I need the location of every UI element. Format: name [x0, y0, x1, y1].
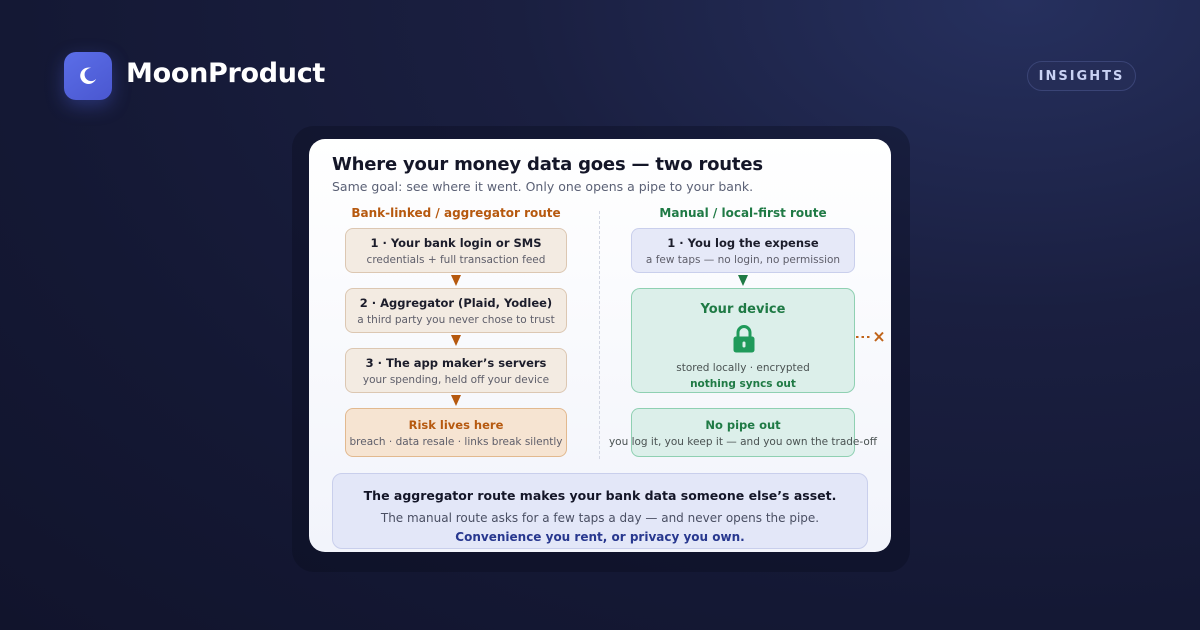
right-step-1-detail: a few taps — no login, no permission	[645, 253, 841, 266]
left-step-3: 3 · The app maker’s servers your spendin…	[345, 348, 567, 393]
no-pipe-detail: you log it, you keep it — and you own th…	[608, 435, 878, 448]
device-line-2: nothing syncs out	[690, 378, 796, 390]
no-pipe-box: No pipe out you log it, you keep it — an…	[609, 408, 877, 457]
left-step-3-title: 3 · The app maker’s servers	[365, 355, 547, 370]
left-step-3-detail: your spending, held off your device	[362, 373, 550, 386]
left-route-heading: Bank-linked / aggregator route	[351, 206, 561, 220]
no-pipe-title: No pipe out	[705, 417, 781, 432]
infographic-card: Where your money data goes — two routes …	[309, 139, 891, 552]
brand-name[interactable]: MoonProduct	[126, 58, 326, 89]
brand-logo[interactable]	[64, 52, 112, 100]
risk-title: Risk lives here	[408, 417, 504, 432]
right-step-1-title: 1 · You log the expense	[667, 235, 819, 250]
blocked-pipe-icon	[856, 331, 884, 342]
down-arrow-icon	[451, 395, 461, 406]
card-subtitle: Same goal: see where it went. Only one o…	[332, 179, 754, 194]
left-step-2-title: 2 · Aggregator (Plaid, Yodlee)	[359, 295, 553, 310]
summary-body: The manual route asks for a few taps a d…	[380, 511, 820, 525]
right-route-heading: Manual / local-first route	[659, 206, 827, 220]
summary-tagline: Convenience you rent, or privacy you own…	[455, 530, 745, 544]
down-arrow-icon	[451, 335, 461, 346]
summary-box: The aggregator route makes your bank dat…	[332, 473, 868, 549]
left-step-2: 2 · Aggregator (Plaid, Yodlee) a third p…	[345, 288, 567, 333]
device-line-1: stored locally · encrypted	[676, 362, 810, 374]
left-step-1: 1 · Your bank login or SMS credentials +…	[345, 228, 567, 273]
right-step-1: 1 · You log the expense a few taps — no …	[631, 228, 855, 273]
left-step-2-detail: a third party you never chose to trust	[357, 313, 555, 326]
left-step-1-title: 1 · Your bank login or SMS	[370, 235, 542, 250]
crescent-moon-icon	[80, 67, 97, 84]
lock-icon	[733, 325, 755, 353]
down-arrow-icon	[451, 275, 461, 286]
column-divider	[599, 211, 600, 459]
left-step-1-detail: credentials + full transaction feed	[366, 253, 546, 266]
risk-box: Risk lives here breach · data resale · l…	[345, 408, 567, 457]
device-box: Your device stored locally · encrypted n…	[631, 288, 855, 393]
device-title: Your device	[700, 302, 786, 317]
insights-badge[interactable]: INSIGHTS	[1027, 61, 1136, 91]
risk-detail: breach · data resale · links break silen…	[349, 435, 563, 448]
card-title: Where your money data goes — two routes	[332, 154, 763, 175]
down-arrow-icon	[738, 275, 748, 286]
summary-headline: The aggregator route makes your bank dat…	[363, 488, 837, 503]
